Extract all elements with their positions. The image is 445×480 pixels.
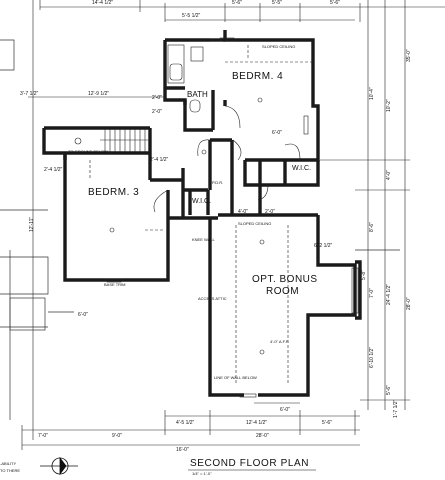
dim-right-1: 35'-0" <box>406 49 412 62</box>
dim-left-1: 3'-7 1/2" <box>20 91 39 97</box>
plan-title: SECOND FLOOR PLAN <box>190 458 310 469</box>
dim-top2-1: 5'-5 1/2" <box>182 13 201 19</box>
dim-right-3: 10'-2" <box>386 99 392 112</box>
dim-right-2: 10'-4" <box>369 87 375 100</box>
dim-left-5: 12'-11" <box>29 216 35 232</box>
dim-right-11: 5'-6" <box>386 385 392 395</box>
north-arrow-icon <box>40 456 78 476</box>
plan-scale: 1/4" = 1'-0" <box>192 471 212 476</box>
room-label-bedroom-3: BEDRM. 3 <box>88 187 140 198</box>
room-label-bath: BATH <box>187 90 208 99</box>
room-label-bedroom-4: BEDRM. 4 <box>232 71 284 82</box>
note-base-trim: BASE TRIM <box>104 282 126 287</box>
dim-top-1: 14'-4 1/2" <box>92 0 114 6</box>
dim-right-8: 24'-4 1/2" <box>386 283 392 305</box>
dim-bottom2-2: 9'-0" <box>112 433 122 439</box>
dim-left-2: 12'-9 1/2" <box>88 91 110 97</box>
dim-top-3: 5'-5" <box>272 0 282 6</box>
dim-bottom1-2: 12'-4 1/2" <box>246 420 268 426</box>
dim-left-4: 2'-4 1/2" <box>44 167 63 173</box>
stairs <box>100 129 150 152</box>
interior-details <box>74 37 359 398</box>
dim-mid-1: 6'-0" <box>272 130 282 136</box>
dim-bottom2-3: 28'-0" <box>256 433 269 439</box>
dim-bonus-1: 6'-0" <box>280 407 290 413</box>
dimension-lines <box>21 0 445 450</box>
dim-mid-5: 6'-0" <box>78 312 88 318</box>
dim-top-2: 5'-6" <box>232 0 242 6</box>
outline-lines <box>0 39 400 420</box>
note-line-of-wall: LINE OF WALL BELOW <box>214 375 257 380</box>
note-knee-wall: KNEE WALL <box>192 237 215 242</box>
room-label-wic-a: W.I.C. <box>192 198 212 205</box>
note-to-there: TO THERE <box>0 468 21 473</box>
dim-mid-4: 2'-0" <box>265 209 275 215</box>
note-sloped-ceiling-2: SLOPED CEILING <box>238 221 272 226</box>
room-label-bonus-line2: ROOM <box>266 286 300 297</box>
dim-right-10: 6'-10 1/2" <box>369 346 375 368</box>
dim-right-9: 28'-0" <box>406 297 412 310</box>
room-label-bonus-line1: OPT. BONUS <box>252 274 318 285</box>
note-access-attic: ACCESS ATTIC <box>198 296 227 301</box>
dim-left-3: 2'-0" <box>152 109 162 115</box>
dim-top2-2: 2'-0" <box>152 95 162 101</box>
dim-bottom3-1: 16'-0" <box>176 447 189 453</box>
dim-right-5: 8'-6" <box>369 222 375 232</box>
note-fp: 4'-0" A.F.F. <box>270 339 289 344</box>
dim-bonus-2: 6'-2 1/2" <box>314 243 333 249</box>
dim-right-7: 5'-8" <box>361 270 367 280</box>
room-label-pdr: P.D.R. <box>212 180 224 185</box>
dim-bottom1-3: 5'-6" <box>322 420 332 426</box>
dim-right-4: 4'-0" <box>386 170 392 180</box>
dim-top-4: 5'-6" <box>330 0 340 6</box>
dim-right-12: 1'-7 1/2" <box>393 399 399 418</box>
dim-right-6: 7'-0" <box>369 288 375 298</box>
note-to-ground: TO GROUND BELOW <box>68 149 108 154</box>
dim-mid-3: 4'-0" <box>238 209 248 215</box>
dim-bottom1-1: 4'-5 1/2" <box>176 420 195 426</box>
dim-mid-2: 2'-4 1/2" <box>150 157 169 163</box>
walls <box>42 30 362 397</box>
dim-bottom2-1: 7'-0" <box>38 433 48 439</box>
room-label-wic-b: W.I.C. <box>292 165 312 172</box>
note-disability: -ABILITY <box>0 461 17 466</box>
note-sloped-ceiling-1: SLOPED CEILING <box>262 44 296 49</box>
